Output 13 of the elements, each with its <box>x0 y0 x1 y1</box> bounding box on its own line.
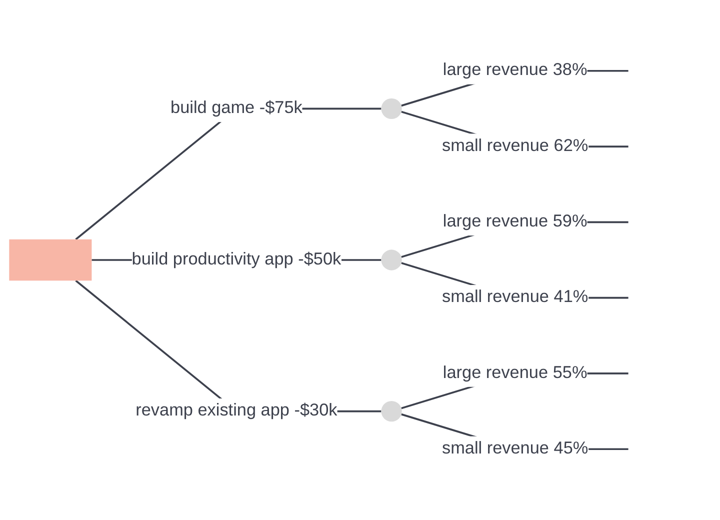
edge-label: large revenue 38% <box>442 60 588 80</box>
edge-label: build game -$75k <box>170 98 302 118</box>
node-circle <box>381 98 402 120</box>
edge-label: small revenue 41% <box>442 287 588 307</box>
node-circle <box>381 400 402 422</box>
edge-label: small revenue 45% <box>442 438 588 458</box>
node-box <box>9 239 92 281</box>
edge-label: revamp existing app -$30k <box>136 400 338 420</box>
edge-label: small revenue 62% <box>442 136 588 156</box>
edge-label: large revenue 55% <box>442 362 588 382</box>
edge-label: build productivity app -$50k <box>132 249 342 269</box>
node-circle <box>381 250 402 270</box>
edge-label: large revenue 59% <box>442 212 588 232</box>
